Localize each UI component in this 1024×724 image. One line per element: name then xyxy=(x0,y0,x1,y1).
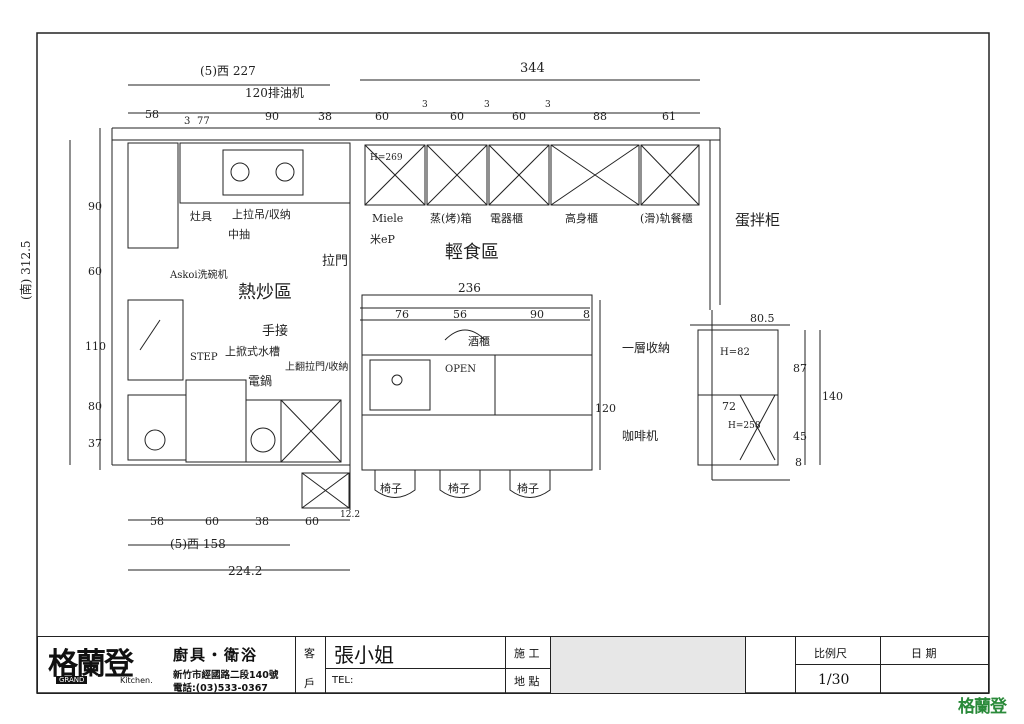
dim-island-width: 236 xyxy=(458,281,481,295)
dim-top-7: 60 xyxy=(450,110,464,123)
dim-tall-b: 72 xyxy=(722,400,736,413)
client-tel-label: TEL: xyxy=(332,675,354,686)
label-dry-zone: 輕食區 xyxy=(445,242,499,263)
dim-island-1: 56 xyxy=(453,308,467,321)
dim-island-3: 8 xyxy=(583,308,590,321)
dim-left-0: 90 xyxy=(88,200,102,213)
dim-bottom-2: 38 xyxy=(255,515,269,528)
dim-top-12: 61 xyxy=(662,110,676,123)
site-label-cell: 施 工 地 點 xyxy=(506,637,551,693)
dim-bottom-0: 58 xyxy=(150,515,164,528)
date-cell: 日 期 xyxy=(881,637,988,693)
company-phone: 電話:(03)533-0367 xyxy=(173,683,268,694)
dim-top-9: 60 xyxy=(512,110,526,123)
client-label-b: 戶 xyxy=(304,677,315,690)
dim-tall-a: H=82 xyxy=(720,347,750,358)
dim-island-0: 76 xyxy=(395,308,409,321)
label-cabinet-r: 一層收納 xyxy=(622,341,670,355)
label-fridge-b: 米eP xyxy=(370,233,396,246)
dim-h269: H=269 xyxy=(370,153,403,163)
corner-logo: 格蘭登 xyxy=(958,697,1007,717)
site-label-a: 施 工 xyxy=(514,647,540,660)
label-mid-cab: 中抽 xyxy=(228,227,250,241)
label-open: OPEN xyxy=(445,364,476,375)
label-cab2: 電器櫃 xyxy=(490,211,523,225)
scale-cell: 比例尺 1/30 xyxy=(796,637,881,693)
dim-top-4: 38 xyxy=(318,110,332,123)
client-label-a: 客 xyxy=(304,647,315,660)
dim-top-5: 60 xyxy=(375,110,389,123)
dim-left-4: 37 xyxy=(88,437,102,450)
label-door: 拉門 xyxy=(322,254,348,269)
label-wine: 酒櫃 xyxy=(468,334,490,348)
dim-right-width: 80.5 xyxy=(750,312,775,325)
label-seat-c: 椅子 xyxy=(517,481,539,495)
dim-left-1: 60 xyxy=(88,265,102,278)
blank-cell xyxy=(746,637,796,693)
company-logo: 格蘭登 xyxy=(48,647,134,682)
dim-bottom-3: 60 xyxy=(305,515,319,528)
dim-bottom-sub: (5)西 158 xyxy=(170,537,226,551)
dim-tall-c: H=258 xyxy=(728,421,761,431)
dim-island-2: 90 xyxy=(530,308,544,321)
dim-top-total: 344 xyxy=(520,61,545,76)
client-label-cell: 客 戶 xyxy=(296,637,326,693)
label-miele: Miele xyxy=(372,212,403,225)
label-cabinet-low: 上翻拉門/收納 xyxy=(285,360,348,373)
dim-right-2: 8 xyxy=(795,456,802,469)
label-seat-a: 椅子 xyxy=(380,481,402,495)
label-egg-fridge: 蛋拌柜 xyxy=(735,211,780,229)
client-divider xyxy=(326,668,505,669)
label-cab4: (滑)轨餐櫃 xyxy=(640,211,693,225)
title-block: 格蘭登 GRAND Kitchen. 廚具・衛浴 新竹市經國路二段140號 電話… xyxy=(37,636,989,694)
label-sink: 上掀式水槽 xyxy=(225,344,280,358)
label-stove: 灶具 xyxy=(190,210,212,223)
dim-right-0: 87 xyxy=(793,362,807,375)
client-cell: 張小姐 TEL: xyxy=(326,637,506,693)
client-name: 張小姐 xyxy=(334,643,394,667)
dim-bottom-4: 12.2 xyxy=(340,510,360,520)
dim-top-8: 3 xyxy=(484,100,490,110)
company-name: 廚具・衛浴 xyxy=(173,646,259,664)
label-upper-cab: 上拉吊/収纳 xyxy=(232,207,291,221)
label-coffee: 咖啡机 xyxy=(622,428,658,443)
date-label: 日 期 xyxy=(911,647,937,660)
label-cab1: 蒸(烤)箱 xyxy=(430,211,472,225)
dim-left-3: 80 xyxy=(88,400,102,413)
dim-left-total: (5)西 227 xyxy=(200,64,256,78)
dim-right-1: 45 xyxy=(793,430,807,443)
site-label-b: 地 點 xyxy=(514,675,540,688)
drawing-frame xyxy=(36,32,990,694)
dim-top-0: 58 xyxy=(145,108,159,121)
dim-left-height: (南) 312.5 xyxy=(18,240,33,300)
label-seat-b: 椅子 xyxy=(448,481,470,495)
dim-top-11: 88 xyxy=(593,110,607,123)
dim-bottom-1: 60 xyxy=(205,515,219,528)
dim-top-6: 3 xyxy=(422,100,428,110)
company-address: 新竹市經國路二段140號 xyxy=(173,670,279,681)
dim-island-depth: 120 xyxy=(595,402,616,415)
dim-left-2: 110 xyxy=(85,340,106,353)
scale-label: 比例尺 xyxy=(814,647,847,660)
label-cab3: 高身櫃 xyxy=(565,211,598,225)
logo-grand-tag: GRAND xyxy=(56,676,88,684)
label-hot-zone: 熱炒區 xyxy=(238,282,292,303)
site-address-cell xyxy=(551,637,746,693)
dim-right-total: 140 xyxy=(822,390,843,403)
dim-top-2: 77 xyxy=(197,116,210,127)
company-logo-cell: 格蘭登 GRAND Kitchen. 廚具・衛浴 新竹市經國路二段140號 電話… xyxy=(38,637,296,694)
dim-top-3: 90 xyxy=(265,110,279,123)
label-dish: 電鍋 xyxy=(248,373,272,388)
dim-top-1: 3 xyxy=(184,116,190,127)
logo-kitchen-text: Kitchen. xyxy=(120,676,153,685)
scale-value: 1/30 xyxy=(818,672,850,688)
dim-hood: 120排油机 xyxy=(245,86,304,100)
label-askoi: Askoi洗碗机 xyxy=(169,268,228,281)
dim-bottom-total: 224.2 xyxy=(228,564,262,578)
label-hand: 手接 xyxy=(262,323,288,339)
label-step: STEP xyxy=(190,352,218,363)
dim-top-10: 3 xyxy=(545,100,551,110)
